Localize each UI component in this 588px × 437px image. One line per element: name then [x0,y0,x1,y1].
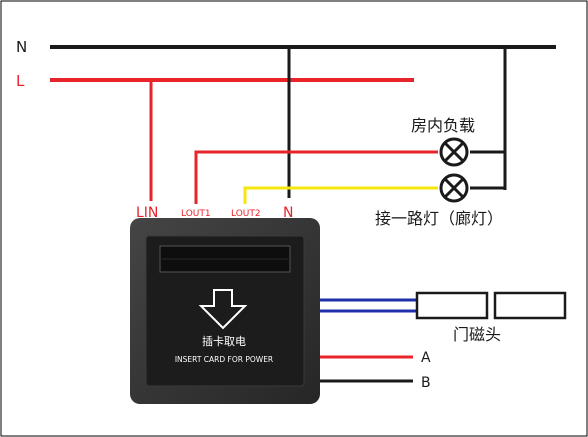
room-load-lamp-icon [439,137,469,167]
door-sensor-block-left [415,291,489,320]
terminal-b-label: B [421,375,431,391]
lout1-label: LOUT1 [181,209,211,219]
lout2-wire [243,186,438,204]
neutral-label: N [16,38,27,56]
lout2-label: LOUT2 [231,209,261,219]
corridor-light-label: 接一路灯（廊灯） [375,209,503,228]
n-terminal-label: N [283,205,293,221]
corridor-lamp-icon [439,173,469,203]
live-label: L [16,72,25,90]
down-arrow-icon [198,289,248,330]
panel-chinese-text: 插卡取电 [202,334,246,348]
switch-panel-face [145,235,305,387]
terminal-a-label: A [421,350,431,366]
lout1-wire [194,150,438,204]
room-load-label: 房内负载 [411,116,475,135]
panel-english-text: INSERT CARD FOR POWER [175,355,273,364]
door-sensor-label: 门磁头 [453,325,501,344]
door-sensor-block-right [493,291,567,320]
lin-label: LIN [136,205,158,221]
